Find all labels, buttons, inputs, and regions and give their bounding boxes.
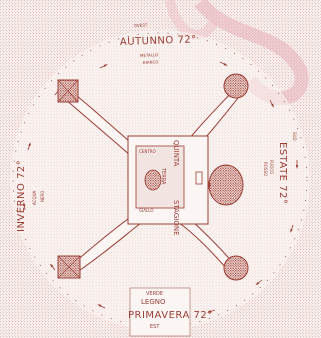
west-season: INVERNO 72°	[16, 160, 27, 232]
west-color: NERO	[40, 191, 45, 202]
east-color: ROSSO	[263, 162, 268, 176]
circle-bottom-right	[224, 256, 248, 280]
west-element: ACQUA	[32, 190, 37, 205]
east-season: ESTATE 72°	[277, 142, 288, 204]
center-side-top: QUINTA	[172, 140, 180, 167]
east-top: SUD	[292, 132, 297, 141]
east-element: FUOCO	[269, 160, 274, 174]
south-season: PRIMAVERA 72°	[128, 310, 213, 321]
circle-top-right	[224, 74, 248, 98]
head	[209, 165, 243, 205]
north-element: METALLO	[140, 52, 159, 58]
south-color: VERDE	[146, 291, 163, 297]
center-core	[145, 170, 161, 190]
center-side-bottom: STAGIONE	[172, 200, 180, 236]
center-centro: CENTRO	[139, 149, 156, 154]
south-element: LEGNO	[141, 298, 166, 306]
center-terra: TERRA	[160, 167, 166, 185]
south-direction: EST	[150, 324, 160, 330]
north-top: OVEST	[134, 22, 148, 28]
center-giallo: GIALLO	[139, 208, 153, 213]
north-color: BIANCO	[143, 59, 159, 65]
